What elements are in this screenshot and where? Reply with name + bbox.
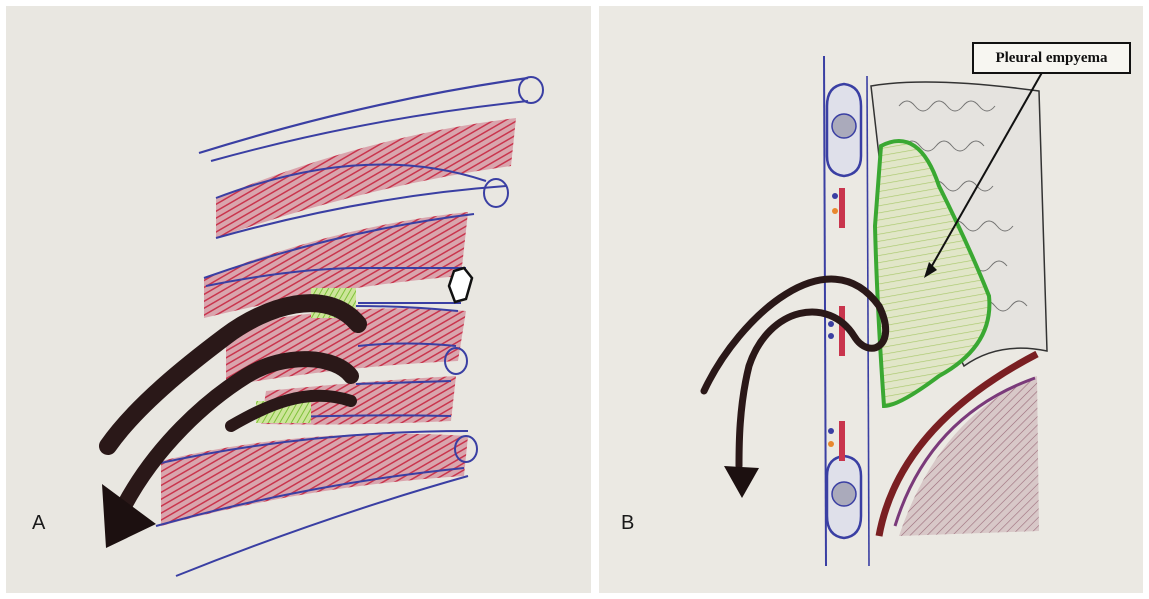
intercostal-muscle [216,118,516,238]
panel-label-b: B [621,512,634,535]
panel-a: A [6,6,591,593]
arrowhead [724,466,759,498]
callout-label: Pleural empyema [972,42,1131,74]
rib-cross-section [827,456,861,538]
panel-label-a: A [32,512,45,535]
drainage-arrow [704,279,886,466]
chest-wall-drawing [6,6,591,593]
empyema-drawing [599,6,1143,593]
panel-b: Pleural empyema B [599,6,1143,593]
rib-cross-section [827,84,861,176]
